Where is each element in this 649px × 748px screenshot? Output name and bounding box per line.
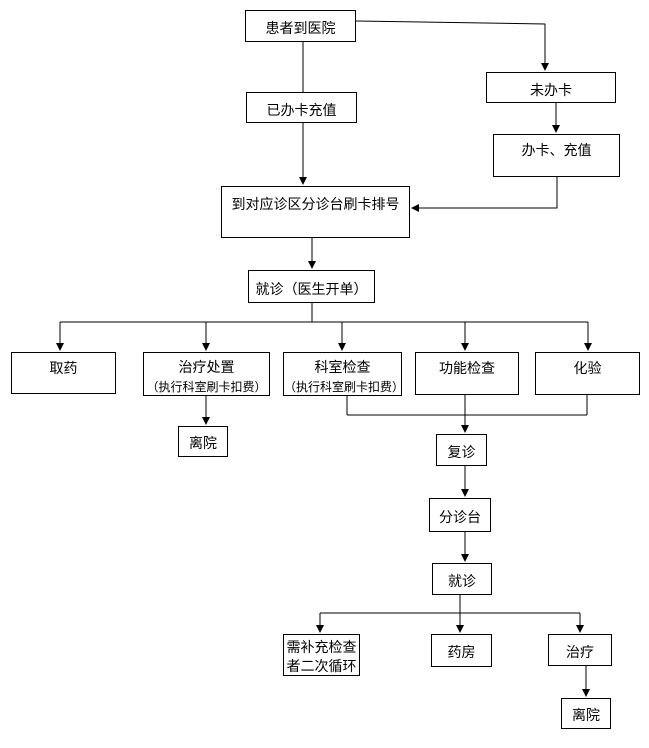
node-treatment-note: （执行科室刷卡扣费） <box>146 380 267 394</box>
node-leave-1-label: 离院 <box>189 436 217 452</box>
node-leave-2: 离院 <box>561 698 611 729</box>
edge-get-card-to-queue <box>411 177 558 212</box>
node-has-card: 已办卡充值 <box>246 92 357 123</box>
node-get-card: 办卡、充值 <box>493 134 620 177</box>
node-no-card: 未办卡 <box>486 72 616 103</box>
node-lab-test: 化验 <box>535 352 640 395</box>
node-pharmacy: 药房 <box>431 634 492 667</box>
node-arrive: 患者到医院 <box>245 10 356 42</box>
node-pharmacy-pickup-label: 取药 <box>49 361 78 377</box>
node-func-exam-label: 功能检查 <box>439 361 495 377</box>
node-arrive-label: 患者到医院 <box>265 21 336 37</box>
node-lab-test-label: 化验 <box>573 361 602 377</box>
node-treatment-title: 治疗处置 <box>178 360 235 376</box>
node-extra-exam-line1: 需补充检查 <box>286 640 357 656</box>
node-queue-label: 到对应诊区分诊台刷卡排号 <box>231 197 400 213</box>
node-visit-label: 就诊（医生开单） <box>255 282 368 298</box>
edge-arrive-to-no-card <box>355 20 549 71</box>
node-func-exam: 功能检查 <box>415 352 519 395</box>
node-visit-2-label: 就诊 <box>448 574 476 590</box>
node-treatment: 治疗处置 （执行科室刷卡扣费） <box>143 352 270 396</box>
node-leave-2-label: 离院 <box>572 708 600 724</box>
node-revisit: 复诊 <box>436 434 487 466</box>
node-pharmacy-label: 药房 <box>447 645 476 661</box>
node-revisit-label: 复诊 <box>447 445 476 461</box>
node-treat-2: 治疗 <box>548 634 612 666</box>
node-dept-exam-title: 科室检查 <box>314 360 371 376</box>
node-extra-exam: 需补充检查 者二次循环 <box>283 634 360 676</box>
node-no-card-label: 未办卡 <box>530 83 572 99</box>
node-visit: 就诊（医生开单） <box>248 270 375 303</box>
node-leave-1: 离院 <box>178 426 228 457</box>
node-dept-exam: 科室检查 （执行科室刷卡扣费） <box>283 352 405 396</box>
node-has-card-label: 已办卡充值 <box>266 103 337 119</box>
node-dept-exam-note: （执行科室刷卡扣费） <box>284 380 405 394</box>
node-visit-2: 就诊 <box>432 563 492 595</box>
node-extra-exam-line2: 者二次循环 <box>286 659 357 675</box>
node-triage: 分诊台 <box>429 498 491 532</box>
node-treat-2-label: 治疗 <box>566 645 594 661</box>
node-get-card-label: 办卡、充值 <box>521 143 592 159</box>
node-triage-label: 分诊台 <box>439 510 481 526</box>
node-pharmacy-pickup: 取药 <box>11 352 116 394</box>
node-queue: 到对应诊区分诊台刷卡排号 <box>221 186 410 238</box>
